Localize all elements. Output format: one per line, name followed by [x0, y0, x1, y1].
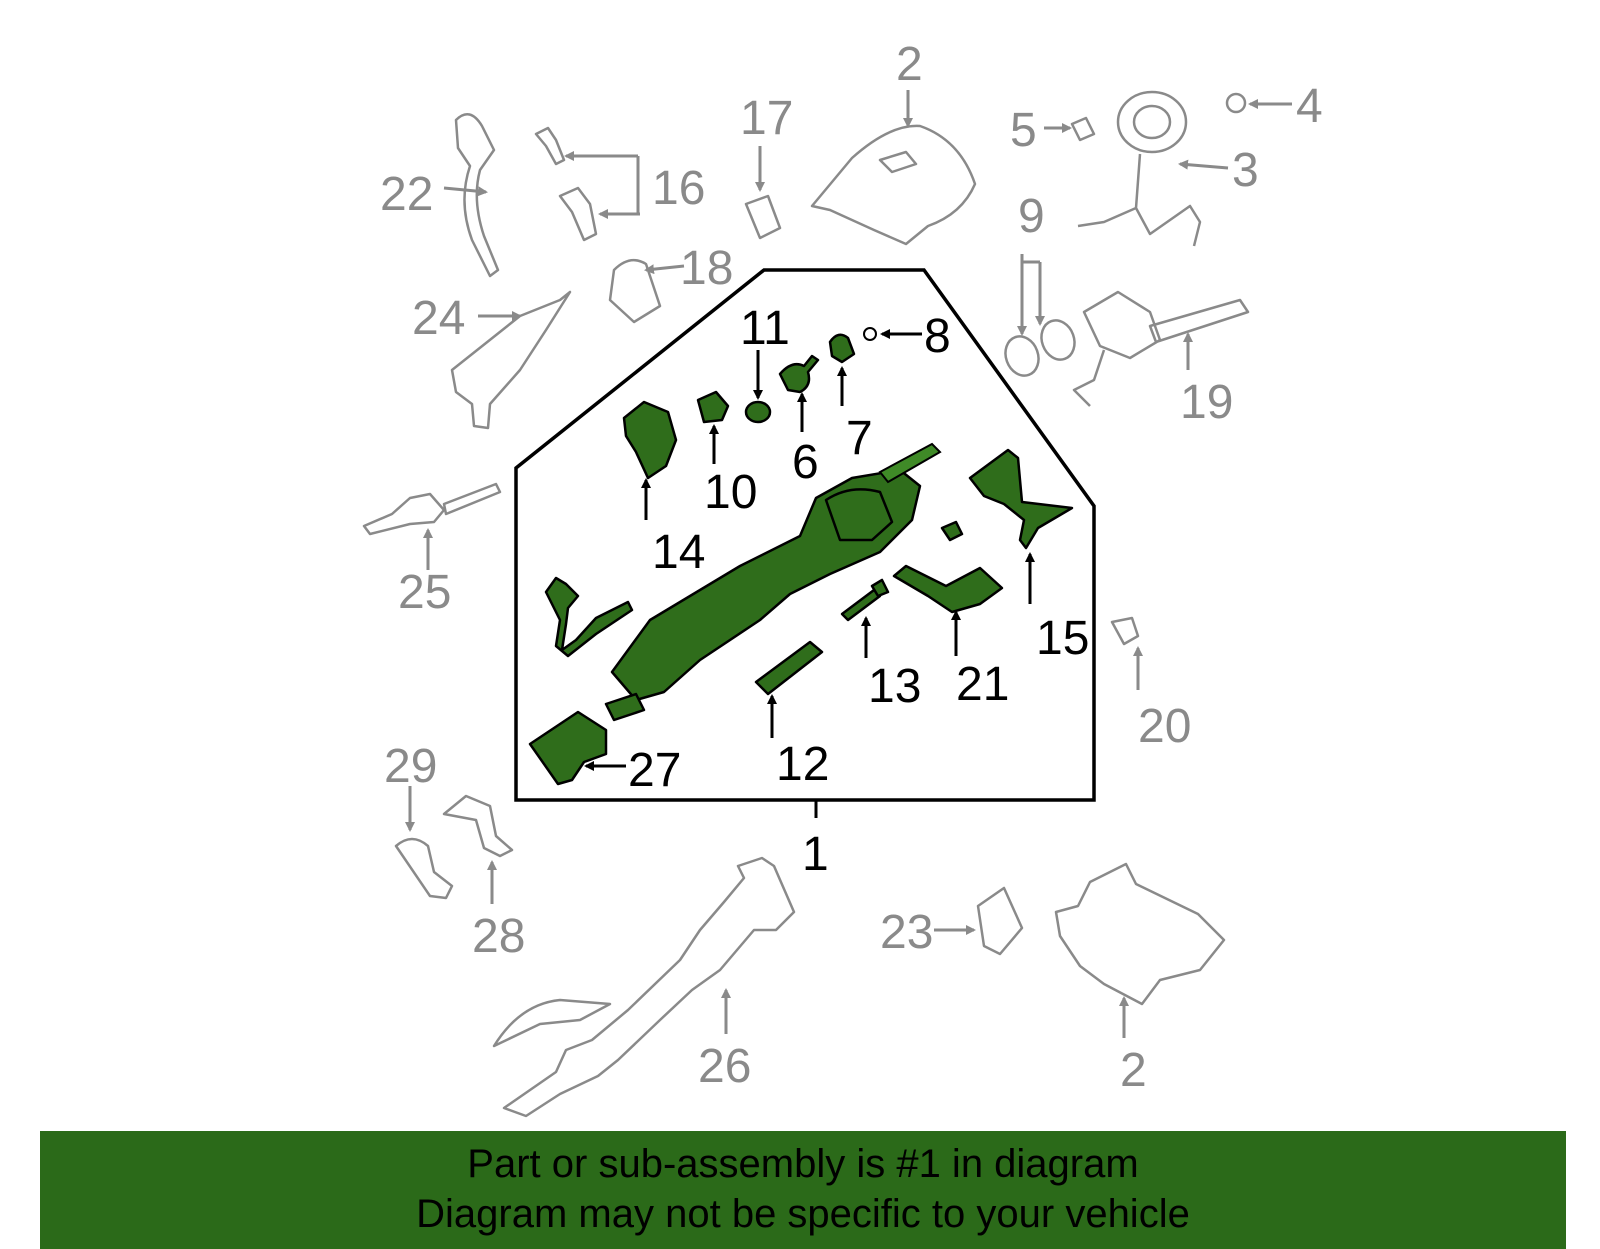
callout-4: 4	[1296, 80, 1323, 133]
module-drawing	[744, 194, 782, 240]
bracket-21	[892, 564, 1004, 614]
ignition-housing	[622, 400, 678, 480]
mount-drawing	[442, 794, 514, 858]
callout-labels-inside: 11 8 7 6 10 14 15 13 21 12 27 1	[628, 302, 1089, 881]
callout-26: 26	[698, 1040, 751, 1093]
combination-switch-drawing	[1072, 290, 1250, 407]
banner-line-1: Part or sub-assembly is #1 in diagram	[467, 1142, 1139, 1186]
callout-9: 9	[1018, 190, 1045, 243]
callout-24: 24	[412, 292, 465, 345]
callout-27: 27	[628, 744, 681, 797]
callout-2-bottom: 2	[1120, 1044, 1147, 1097]
callout-10: 10	[704, 466, 757, 519]
upper-column-cover-drawing	[810, 124, 977, 246]
trim-panel-drawing	[976, 886, 1024, 956]
wire-bracket	[544, 576, 634, 658]
callout-15: 15	[1036, 612, 1089, 665]
callout-17: 17	[740, 92, 793, 145]
callout-21: 21	[956, 658, 1009, 711]
callout-20: 20	[1138, 700, 1191, 753]
callout-arrows-outside	[405, 90, 1292, 1038]
insulator-drawing	[394, 837, 454, 900]
callout-6: 6	[792, 436, 819, 489]
callout-arrows-inside	[584, 329, 1035, 818]
bushing-11	[744, 400, 772, 424]
ring-drawing	[1225, 92, 1247, 114]
seal-drawing-a	[1004, 335, 1040, 377]
callout-25: 25	[398, 566, 451, 619]
steering-shaft-harness-drawing	[502, 856, 796, 1118]
retainer-7	[828, 333, 856, 364]
callout-19: 19	[1180, 376, 1233, 429]
banner-line-2: Diagram may not be specific to your vehi…	[416, 1192, 1190, 1236]
callout-16: 16	[652, 162, 705, 215]
lock-cylinder-drawing	[608, 258, 662, 324]
callout-labels-outside: 2 4 5 3 17 22 16 18 9 24 19 25 20 29 28 …	[380, 38, 1323, 1097]
callout-5: 5	[1010, 104, 1037, 157]
support-bracket-15	[968, 448, 1074, 550]
retainer-clip-drawing	[1110, 616, 1140, 646]
bushing-10	[696, 390, 730, 424]
callout-8: 8	[924, 310, 951, 363]
callout-13: 13	[868, 660, 921, 713]
callout-7: 7	[846, 412, 873, 465]
callout-11: 11	[740, 302, 790, 355]
sensor-drawing	[558, 186, 598, 242]
callout-12: 12	[776, 738, 829, 791]
callout-2-top: 2	[896, 38, 923, 91]
callout-22: 22	[380, 168, 433, 221]
callout-18: 18	[680, 242, 733, 295]
shaft-12	[754, 640, 824, 696]
callout-28: 28	[472, 910, 525, 963]
switch-27	[528, 710, 608, 786]
tilt-bracket-drawing	[450, 290, 572, 430]
callout-3: 3	[1232, 144, 1259, 197]
ring-8	[863, 327, 877, 341]
callout-29: 29	[384, 740, 437, 793]
parts-outside	[362, 90, 1250, 1118]
parts-inside	[528, 327, 1074, 786]
callout-1: 1	[802, 828, 829, 881]
info-banner: Part or sub-assembly is #1 in diagram Di…	[40, 1131, 1566, 1249]
bolt-drawing	[534, 126, 566, 166]
wiper-switch-drawing	[362, 482, 502, 536]
shift-lever-drawing	[454, 113, 500, 278]
callout-23: 23	[880, 906, 933, 959]
clip-drawing	[1070, 116, 1096, 142]
lock-actuator-6	[778, 354, 820, 394]
lower-column-cover-drawing	[1054, 862, 1226, 1006]
callout-14: 14	[652, 526, 705, 579]
